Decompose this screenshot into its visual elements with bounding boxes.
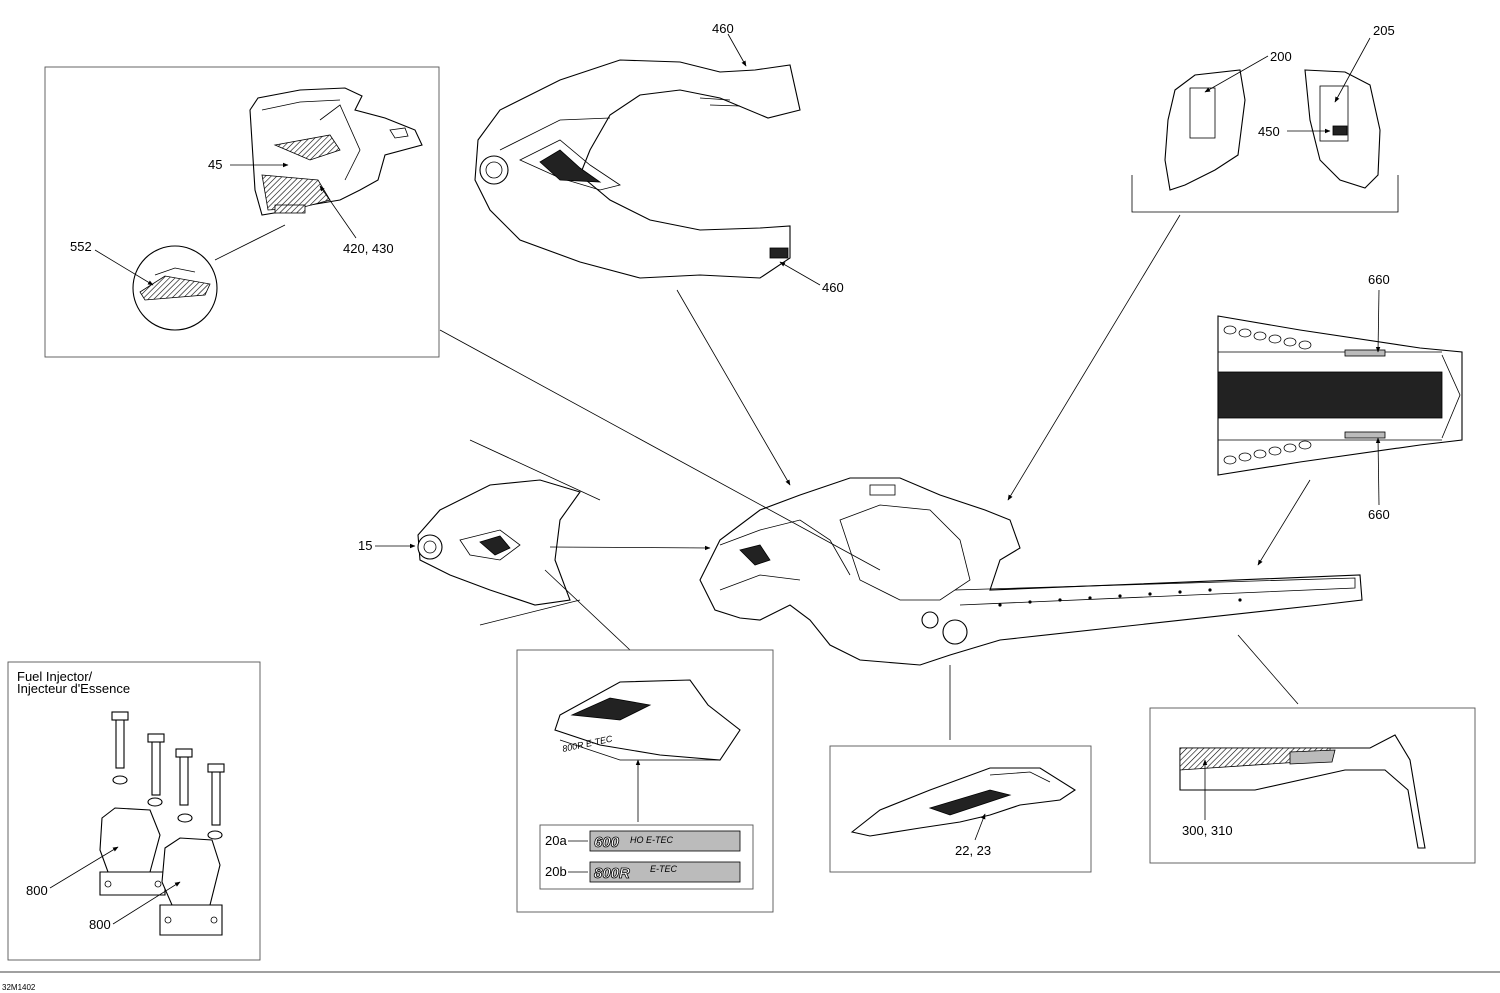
fuel-injector-title-line2: Injecteur d'Essence: [17, 681, 130, 696]
side-panels-inset: [1007, 37, 1399, 501]
fuel-injector-title-line1: Fuel Injector/: [17, 669, 93, 684]
label-22-23: 22, 23: [955, 843, 991, 858]
inset-front-cover: [829, 665, 1092, 873]
label-20a: 20a: [545, 833, 567, 848]
inset-fuel-injector: [7, 661, 261, 961]
label-800-top: 800: [26, 883, 48, 898]
label-420-430: 420, 430: [343, 241, 394, 256]
decal-20b-text: 800R: [594, 865, 630, 882]
label-200: 200: [1270, 49, 1292, 64]
inset-tunnel-side: [1149, 634, 1476, 864]
label-460-bottom: 460: [822, 280, 844, 295]
label-660-bottom: 660: [1368, 507, 1390, 522]
front-nose-piece: [375, 439, 711, 651]
label-45: 45: [208, 157, 222, 172]
label-450: 450: [1258, 124, 1280, 139]
inset-side-panel: [44, 66, 440, 358]
main-sled-assembly: [439, 289, 1363, 666]
label-20b: 20b: [545, 864, 567, 879]
label-660-top: 660: [1368, 272, 1390, 287]
inset-decals: [516, 649, 774, 913]
tunnel-top-view: [1217, 289, 1463, 566]
decal-20a-suffix: HO E-TEC: [630, 835, 674, 845]
decal-20b-suffix: E-TEC: [650, 864, 678, 874]
label-300-310: 300, 310: [1182, 823, 1233, 838]
decal-20a-text: 600: [594, 834, 620, 851]
label-800-bottom: 800: [89, 917, 111, 932]
label-460-top: 460: [712, 21, 734, 36]
drawing-number: 32M1402: [2, 983, 36, 992]
label-552: 552: [70, 239, 92, 254]
label-205: 205: [1373, 23, 1395, 38]
label-15: 15: [358, 538, 372, 553]
hood-assembly: [474, 33, 821, 286]
